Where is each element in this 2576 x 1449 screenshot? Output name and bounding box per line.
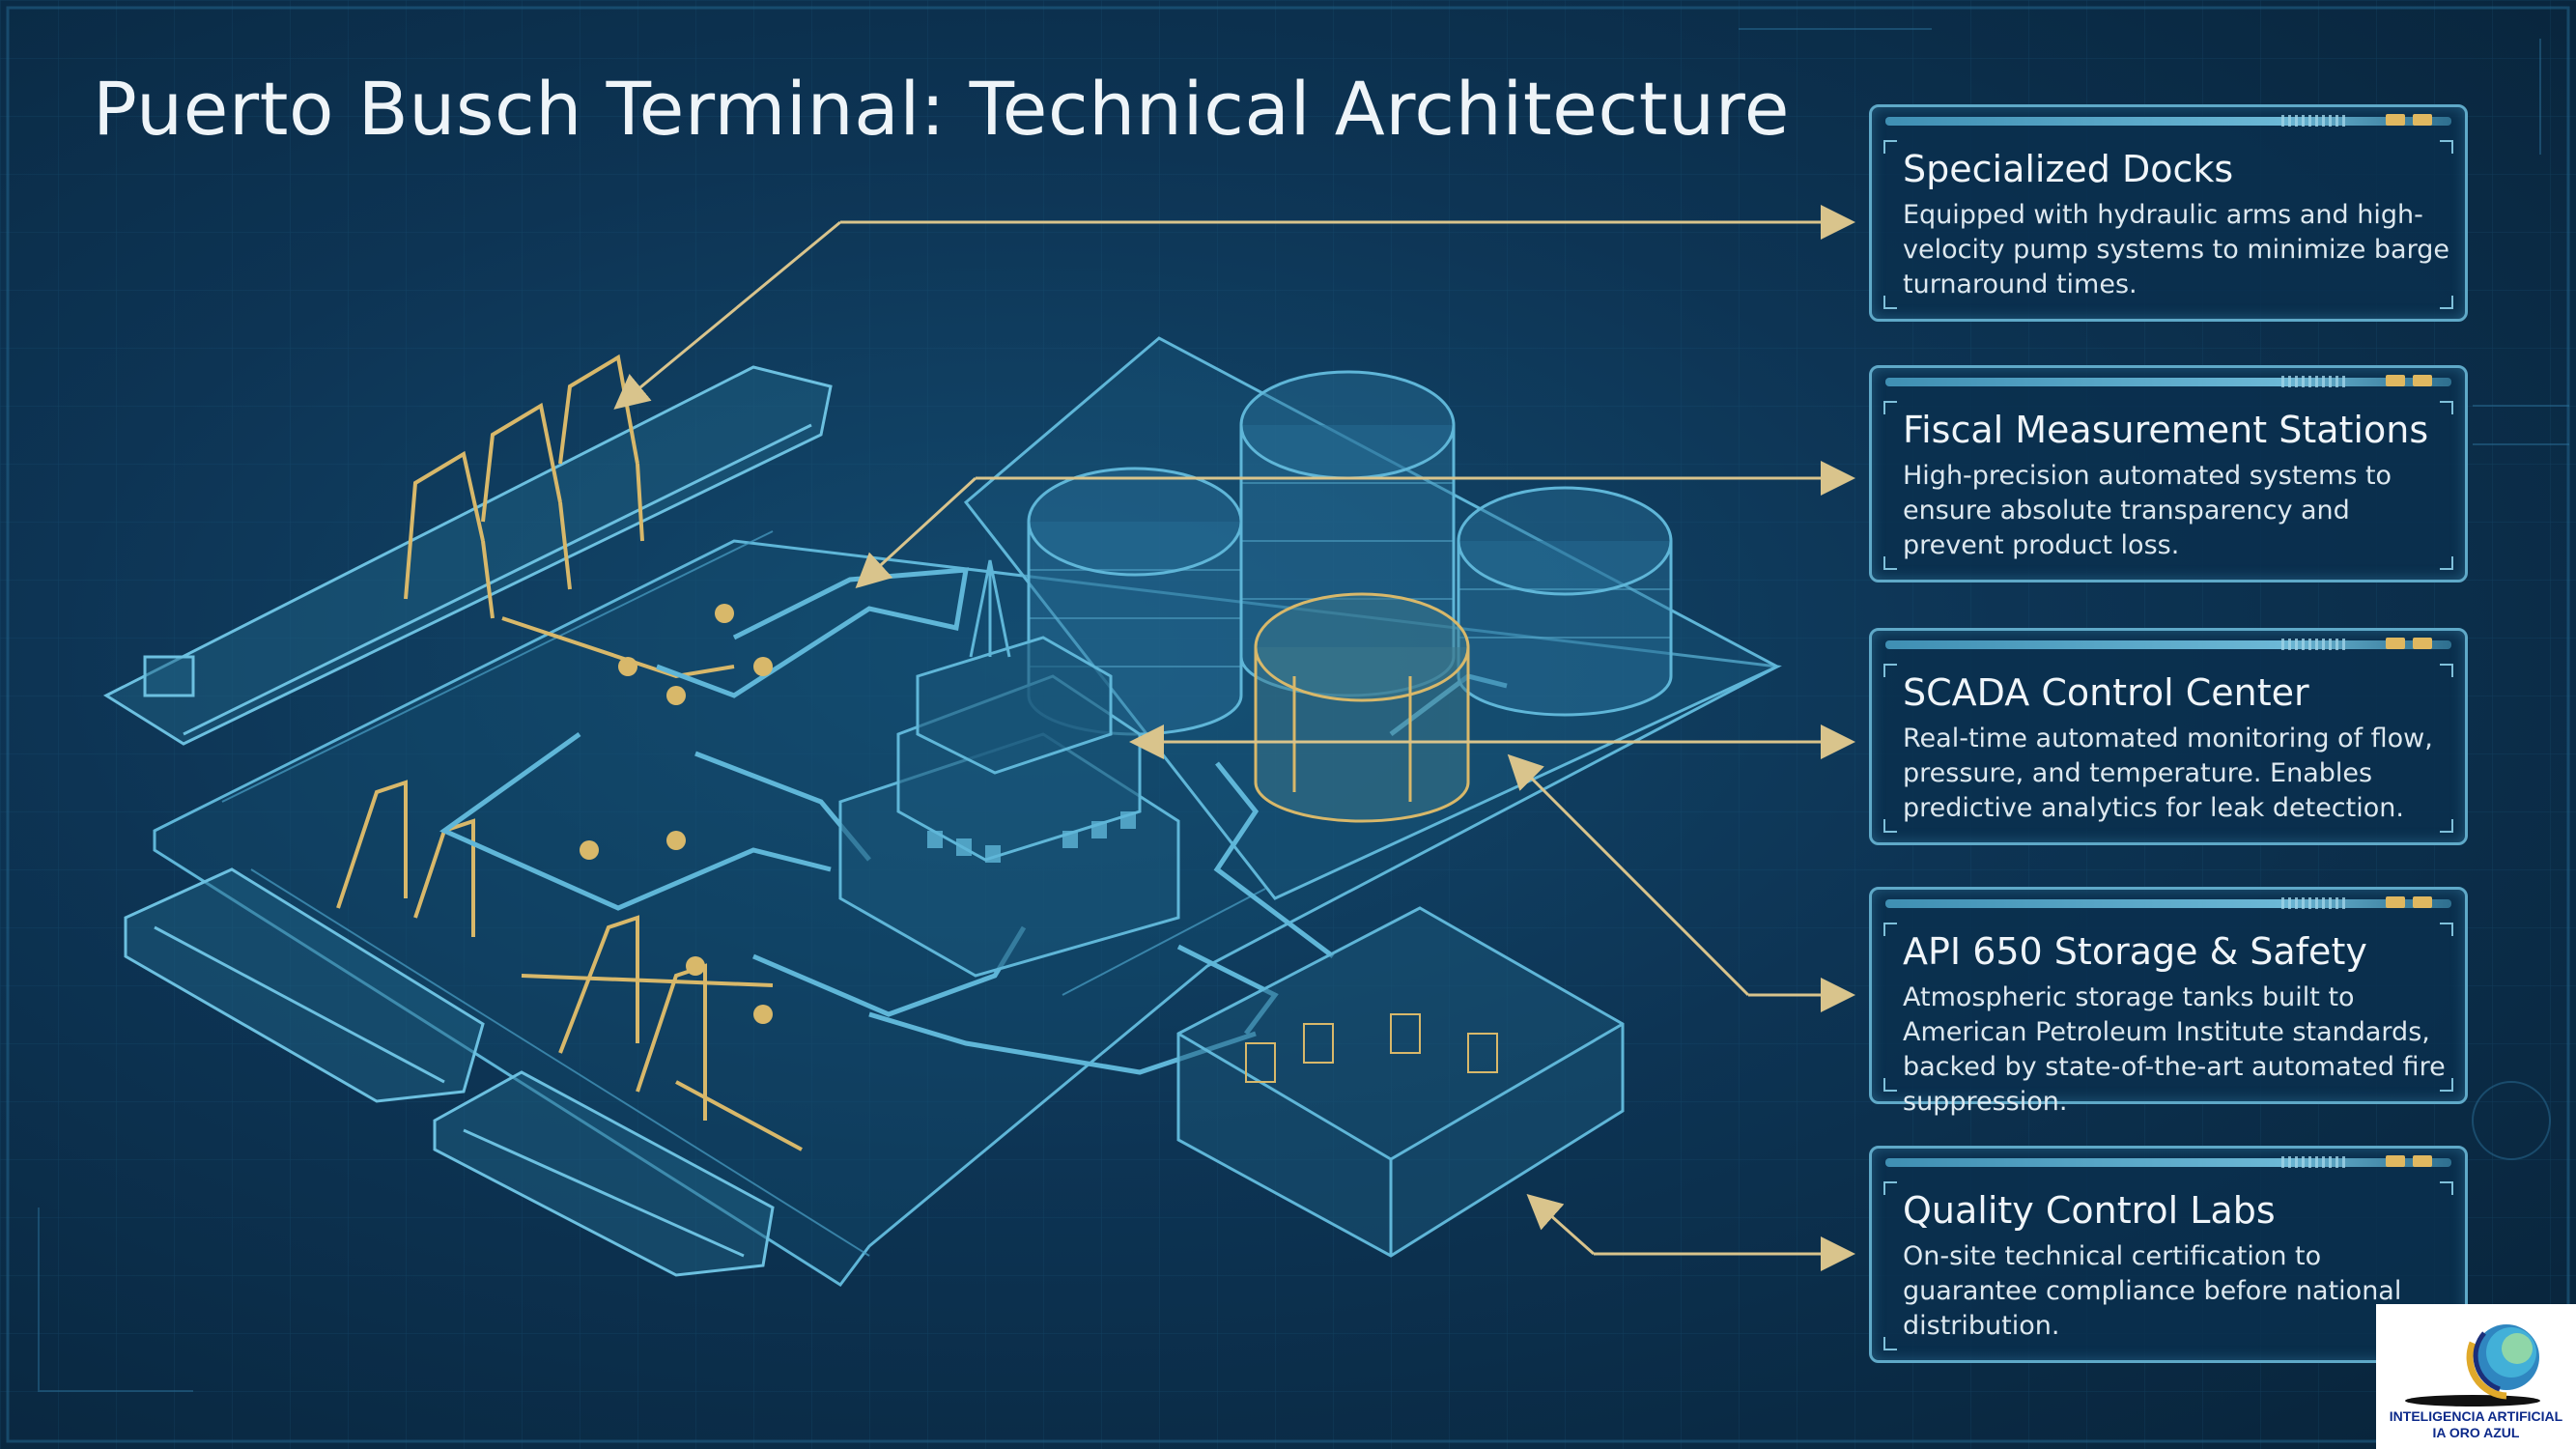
- card-title: Quality Control Labs: [1903, 1189, 2276, 1232]
- logo-caption: INTELIGENCIA ARTIFICIAL IA ORO AZUL: [2376, 1408, 2576, 1441]
- barge-upper: [102, 365, 833, 746]
- quality-lab-building: [1176, 906, 1625, 1258]
- logo-mark-icon: [2405, 1324, 2540, 1406]
- card-scada-control-center: SCADA Control Center Real-time automated…: [1869, 628, 2468, 845]
- card-title: SCADA Control Center: [1903, 671, 2309, 714]
- card-description: Equipped with hydraulic arms and high-ve…: [1903, 200, 2449, 299]
- card-description: Atmospheric storage tanks built to Ameri…: [1903, 982, 2446, 1117]
- card-description: Real-time automated monitoring of flow, …: [1903, 724, 2433, 823]
- card-description: High-precision automated systems to ensu…: [1903, 461, 2392, 560]
- logo-line-1: INTELIGENCIA ARTIFICIAL: [2389, 1408, 2563, 1424]
- arrow-storage-tail: [1507, 753, 1750, 997]
- card-fiscal-measurement: Fiscal Measurement Stations High-precisi…: [1869, 365, 2468, 582]
- scada-building: [838, 559, 1180, 978]
- arrow-lab-tail: [1526, 1194, 1595, 1256]
- barge-lower-right: [433, 1070, 775, 1277]
- page-title: Puerto Busch Terminal: Technical Archite…: [93, 66, 1790, 152]
- card-title: API 650 Storage & Safety: [1903, 930, 2367, 973]
- card-description: On-site technical certification to guara…: [1903, 1241, 2402, 1341]
- barge-lower-left: [124, 867, 485, 1103]
- callout-arrows: [613, 205, 1855, 1271]
- arrow-fiscal-tail: [855, 476, 977, 589]
- card-specialized-docks: Specialized Docks Equipped with hydrauli…: [1869, 104, 2468, 322]
- brand-logo: INTELIGENCIA ARTIFICIAL IA ORO AZUL: [2376, 1304, 2576, 1449]
- card-api-650-storage: API 650 Storage & Safety Atmospheric sto…: [1869, 887, 2468, 1117]
- card-title: Fiscal Measurement Stations: [1903, 409, 2429, 451]
- logo-line-2: IA ORO AZUL: [2432, 1425, 2520, 1440]
- card-quality-control-labs: Quality Control Labs On-site technical c…: [1869, 1146, 2468, 1363]
- arrow-docks-tail: [613, 220, 841, 410]
- card-title: Specialized Docks: [1903, 148, 2234, 190]
